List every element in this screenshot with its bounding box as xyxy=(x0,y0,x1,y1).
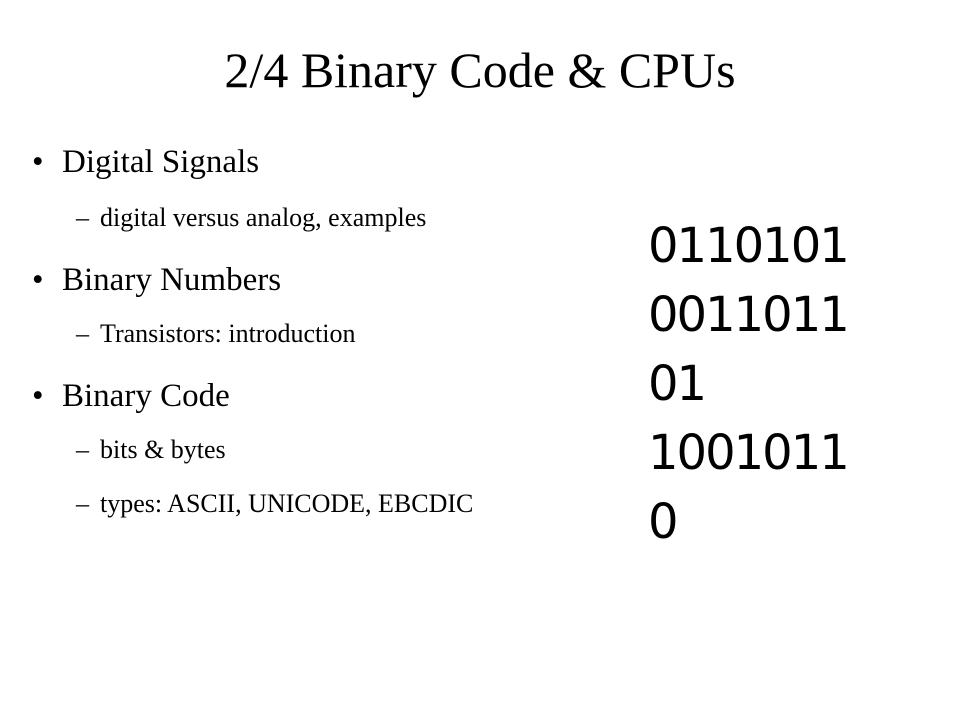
sub-bullet-text: digital versus analog, examples xyxy=(100,203,427,232)
sub-bullet-types: –types: ASCII, UNICODE, EBCDIC xyxy=(76,488,473,520)
bullet-marker: • xyxy=(32,144,44,180)
bullet-binary-code: • Binary Code xyxy=(32,376,230,416)
sub-bullet-digital-vs-analog: –digital versus analog, examples xyxy=(76,202,426,234)
bullet-marker: • xyxy=(32,378,44,414)
bullet-text: Binary Code xyxy=(62,378,230,414)
sub-bullet-text: Transistors: introduction xyxy=(100,319,356,348)
sub-bullet-marker: – xyxy=(76,319,89,348)
bullet-marker: • xyxy=(32,262,44,298)
sub-bullet-transistors: –Transistors: introduction xyxy=(76,318,355,350)
sub-bullet-text: types: ASCII, UNICODE, EBCDIC xyxy=(100,489,474,518)
binary-digits-block: 0110101 0011011 01 1001011 0 xyxy=(648,212,850,557)
bullet-text: Digital Signals xyxy=(62,144,260,180)
sub-bullet-marker: – xyxy=(76,203,89,232)
binary-line: 0011011 xyxy=(648,287,850,343)
sub-bullet-marker: – xyxy=(76,435,89,464)
sub-bullet-text: bits & bytes xyxy=(100,435,226,464)
sub-bullet-marker: – xyxy=(76,489,89,518)
bullet-text: Binary Numbers xyxy=(62,262,282,298)
binary-line: 0 xyxy=(648,494,679,550)
binary-line: 1001011 xyxy=(648,425,850,481)
slide-title: 2/4 Binary Code & CPUs xyxy=(224,42,736,98)
binary-line: 0110101 xyxy=(648,218,850,274)
binary-line: 01 xyxy=(648,356,707,412)
sub-bullet-bits-bytes: –bits & bytes xyxy=(76,434,226,466)
bullet-digital-signals: • Digital Signals xyxy=(32,142,259,182)
bullet-binary-numbers: • Binary Numbers xyxy=(32,260,281,300)
